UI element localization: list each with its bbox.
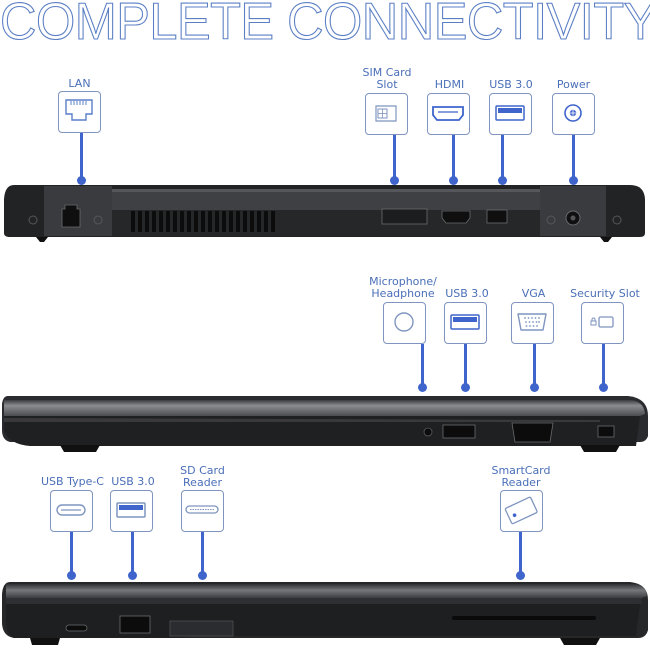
- sd-connector-line: [201, 532, 204, 574]
- power-icon-box: [552, 93, 595, 135]
- usb-c-port-icon: [56, 504, 86, 516]
- smartcard-label-line1: SmartCard: [491, 464, 551, 477]
- sd-label-line1: SD Card: [180, 464, 225, 477]
- usb-right-connector-dot: [461, 383, 470, 392]
- smartcard-connector-line: [519, 532, 522, 574]
- smartcard-icon: [504, 496, 538, 525]
- ethernet-port-icon: [65, 99, 93, 121]
- lan-connector-dot: [77, 176, 86, 185]
- usb-c-connector-line: [70, 532, 73, 574]
- usb-left-connector-dot: [128, 571, 137, 580]
- usb-back-connector-dot: [498, 176, 507, 185]
- sim-connector-line: [393, 135, 396, 179]
- mic-label-line1: Microphone/: [369, 275, 437, 288]
- page-title: COMPLETE CONNECTIVITY: [0, 0, 650, 51]
- power-label: Power: [556, 78, 591, 91]
- vga-connector-line: [533, 344, 536, 386]
- sd-label-line2: Reader: [183, 476, 222, 489]
- usb-right-connector-line: [464, 344, 467, 386]
- hdmi-label: HDMI: [434, 78, 465, 91]
- security-connector-line: [602, 344, 605, 386]
- vga-connector-dot: [530, 383, 539, 392]
- usb-c-label: USB Type-C: [41, 475, 104, 488]
- mic-icon-box: [383, 302, 426, 344]
- usb-c-connector-dot: [67, 571, 76, 580]
- laptop-left-side-image: [2, 582, 648, 645]
- sim-label-line2: Slot: [376, 78, 398, 91]
- sim-label-line1: SIM Card: [362, 66, 412, 79]
- hdmi-connector-line: [452, 135, 455, 179]
- vga-icon-box: [511, 302, 554, 344]
- sd-card-icon: [185, 505, 219, 514]
- vga-port-icon: [517, 313, 547, 331]
- hdmi-connector-dot: [449, 176, 458, 185]
- security-slot-icon-box: [581, 302, 624, 344]
- usb-back-connector-line: [501, 135, 504, 179]
- laptop-right-side-image: [2, 396, 648, 452]
- usb-back-icon-box: [489, 93, 532, 135]
- usb-right-icon-box: [444, 302, 487, 344]
- usb-port-icon: [495, 105, 525, 121]
- sd-icon-box: [181, 490, 224, 532]
- power-connector-line: [572, 135, 575, 179]
- power-connector-dot: [569, 176, 578, 185]
- security-lock-icon: [590, 316, 614, 328]
- vga-label: VGA: [521, 287, 546, 300]
- security-slot-label: Security Slot: [570, 287, 640, 300]
- laptop-back-image: [4, 185, 645, 242]
- mic-label-line2: Headphone: [371, 287, 435, 300]
- usb-right-label: USB 3.0: [445, 287, 489, 300]
- usb-port-icon: [450, 314, 480, 330]
- usb-left-icon-box: [110, 490, 153, 532]
- hdmi-icon-box: [427, 93, 470, 135]
- usb-port-icon: [116, 502, 146, 518]
- hdmi-port-icon: [432, 106, 464, 121]
- sd-connector-dot: [198, 571, 207, 580]
- smartcard-icon-box: [500, 490, 543, 532]
- usb-c-icon-box: [50, 490, 93, 532]
- usb-left-label: USB 3.0: [111, 475, 155, 488]
- sim-icon-box: [365, 93, 408, 135]
- sim-card-icon: [375, 105, 397, 122]
- mic-connector-line: [421, 344, 424, 386]
- lan-connector-line: [80, 133, 83, 179]
- power-jack-icon: [564, 104, 582, 122]
- audio-jack-icon: [394, 312, 414, 332]
- security-connector-dot: [599, 383, 608, 392]
- lan-label: LAN: [68, 77, 91, 90]
- sim-connector-dot: [390, 176, 399, 185]
- usb-back-label: USB 3.0: [489, 78, 533, 91]
- smartcard-label-line2: Reader: [501, 476, 541, 489]
- lan-icon-box: [58, 91, 101, 133]
- usb-left-connector-line: [131, 532, 134, 574]
- mic-connector-dot: [418, 383, 427, 392]
- smartcard-connector-dot: [516, 571, 525, 580]
